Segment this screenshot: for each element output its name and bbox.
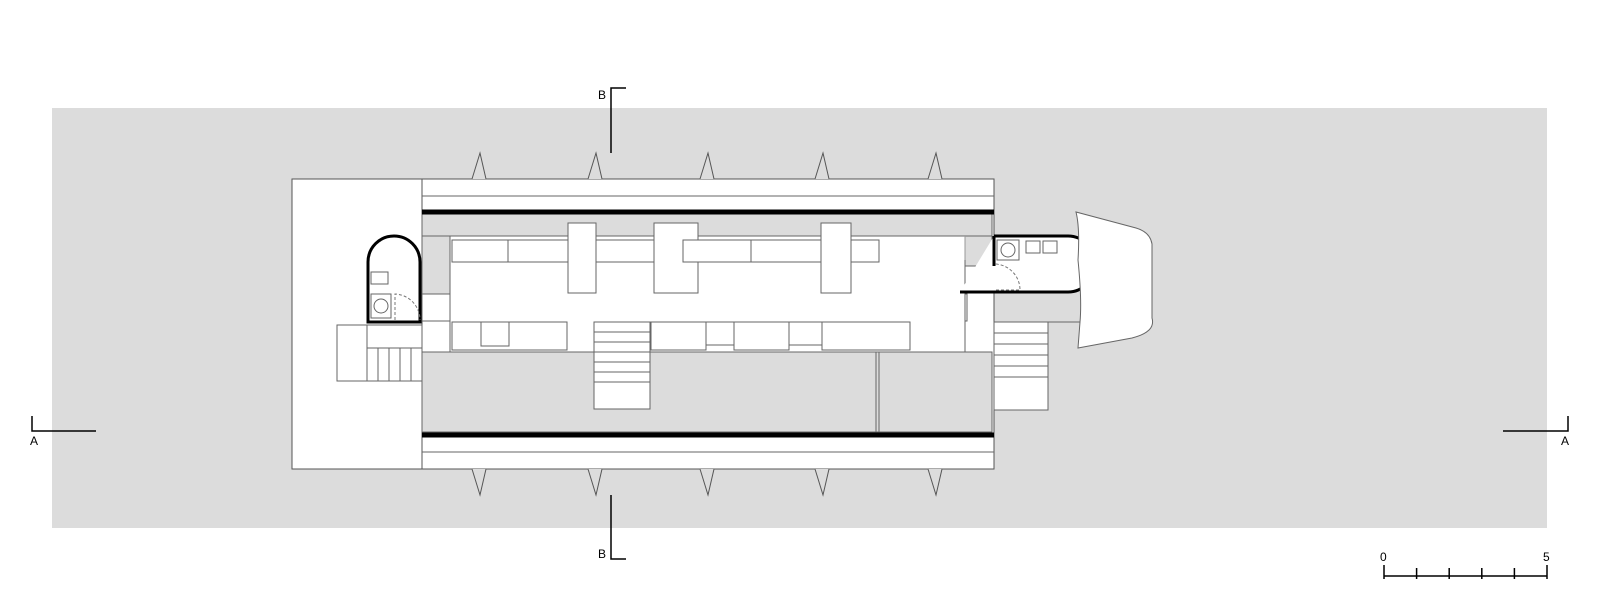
section-mark-b-bottom	[610, 495, 626, 560]
section-mark-a-left	[31, 416, 96, 432]
scale-bar	[1383, 565, 1548, 579]
stair-right	[993, 321, 1049, 411]
glazing-walls	[422, 209, 994, 438]
pontoon-fins-top	[471, 151, 943, 180]
wc-pod-left	[366, 234, 422, 324]
interior-grey-zones	[421, 213, 993, 433]
section-mark-b-top	[610, 87, 626, 153]
pontoon-fins-bottom	[471, 468, 943, 497]
stair-center	[593, 321, 651, 410]
scale-bar-end-label: 5	[1543, 550, 1550, 564]
deck-edges	[422, 195, 994, 453]
stair-left	[336, 324, 423, 382]
section-label-b-top: B	[598, 88, 606, 102]
top-counters	[451, 222, 966, 294]
section-label-a-left: A	[30, 434, 38, 448]
section-label-a-right: A	[1561, 434, 1569, 448]
scale-bar-start-label: 0	[1380, 550, 1387, 564]
section-label-b-bottom: B	[598, 547, 606, 561]
section-mark-a-right	[1503, 416, 1569, 432]
bottom-counters	[451, 321, 911, 432]
bow-deck	[1075, 211, 1154, 349]
